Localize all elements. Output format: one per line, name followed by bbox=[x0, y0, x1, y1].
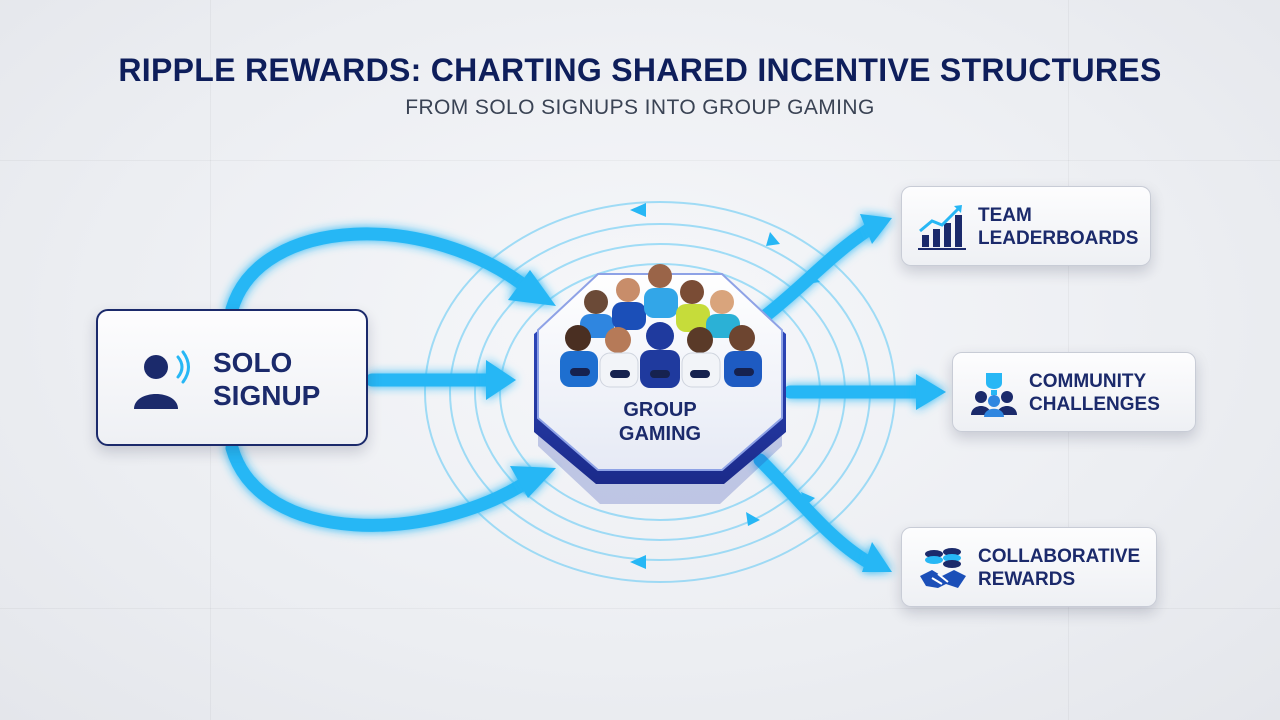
game-controllers bbox=[570, 368, 754, 378]
ripple-arrow bbox=[630, 555, 646, 569]
diagram-subtitle: FROM SOLO SIGNUPS INTO GROUP GAMING bbox=[405, 96, 875, 119]
community-challenges-node: COMMUNITY CHALLENGES bbox=[952, 352, 1196, 432]
team-leaderboards-node: TEAM LEADERBOARDS bbox=[901, 186, 1151, 266]
diagram-title: RIPPLE REWARDS: CHARTING SHARED INCENTIV… bbox=[118, 52, 1162, 88]
team-leaderboards-line2: LEADERBOARDS bbox=[978, 228, 1139, 249]
flow-arrow-collab bbox=[753, 453, 875, 569]
hub-label: GROUP GAMING bbox=[560, 398, 760, 446]
user-broadcast-icon bbox=[134, 350, 190, 409]
arrowhead-team bbox=[860, 214, 892, 244]
hub-label-line2: GAMING bbox=[618, 423, 702, 445]
arrowhead-top bbox=[508, 270, 556, 306]
solo-signup-label: SOLO SIGNUP bbox=[213, 346, 320, 412]
community-challenges-line1: COMMUNITY bbox=[1029, 371, 1147, 392]
flow-arrow-bottom bbox=[225, 441, 537, 532]
arrowhead-bottom bbox=[510, 466, 556, 498]
team-leaderboards-label: TEAM LEADERBOARDS bbox=[978, 204, 1138, 250]
solo-signup-line1: SOLO bbox=[213, 347, 293, 378]
flow-arrowheads bbox=[486, 214, 946, 572]
community-challenges-label: COMMUNITY CHALLENGES bbox=[1029, 370, 1160, 416]
team-leaderboards-line1: TEAM bbox=[978, 205, 1032, 226]
arrowhead-community bbox=[916, 374, 946, 410]
ripple-arrow bbox=[630, 203, 646, 217]
hub-label-line1: GROUP bbox=[623, 399, 697, 421]
rising-bar-chart-icon bbox=[918, 205, 966, 250]
arrowhead-collab bbox=[862, 542, 892, 572]
solo-signup-node: SOLO SIGNUP bbox=[96, 309, 368, 446]
collaborative-rewards-line2: REWARDS bbox=[978, 569, 1076, 590]
solo-signup-line2: SIGNUP bbox=[213, 380, 321, 411]
flow-arrow-team bbox=[753, 223, 875, 327]
ripple-arrow bbox=[746, 512, 760, 526]
community-challenges-line2: CHALLENGES bbox=[1029, 394, 1160, 415]
collaborative-rewards-node: COLLABORATIVE REWARDS bbox=[901, 527, 1157, 607]
flow-arrow-top bbox=[225, 227, 537, 316]
coins-handshake-icon bbox=[920, 548, 966, 588]
flow-arrows bbox=[225, 223, 927, 569]
gamers-group-icon bbox=[560, 264, 762, 388]
collaborative-rewards-label: COLLABORATIVE REWARDS bbox=[978, 545, 1140, 591]
arrowhead-middle bbox=[486, 360, 516, 400]
trophy-team-icon bbox=[971, 373, 1017, 417]
collaborative-rewards-line1: COLLABORATIVE bbox=[978, 546, 1141, 567]
ripple-arrow bbox=[766, 232, 780, 246]
